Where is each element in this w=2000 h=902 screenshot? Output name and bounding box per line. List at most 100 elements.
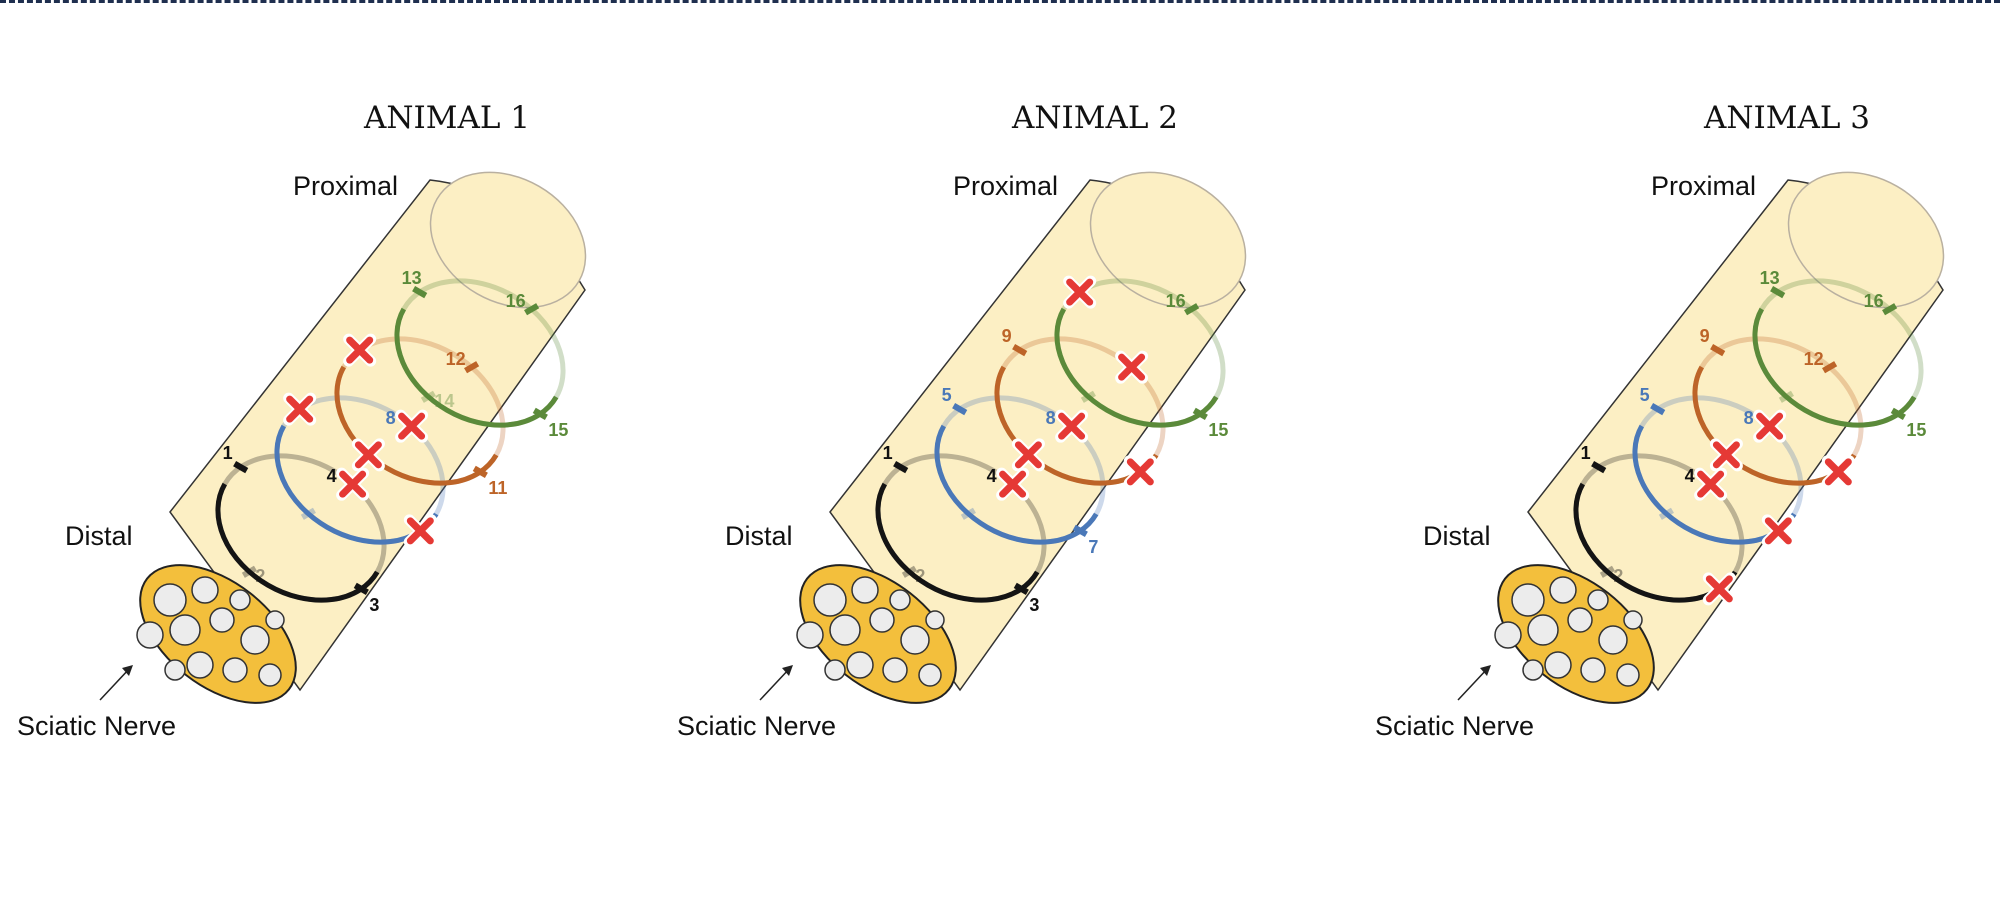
electrode-5-contact	[952, 403, 968, 416]
electrode-14-contact	[1778, 390, 1794, 403]
fascicle	[1623, 610, 1643, 630]
page-top-dashed-border	[0, 0, 2000, 7]
electrode-11-contact	[472, 465, 488, 478]
electrode-12-contact	[1822, 361, 1838, 374]
sciatic-nerve-label: Sciatic Nerve	[17, 711, 176, 741]
electrode-13-number: 13	[402, 268, 422, 288]
electrode-1-number: 1	[883, 443, 893, 463]
panel-title-animal-3: ANIMAL 3	[1703, 100, 1871, 136]
electrode-11-number: 11	[488, 478, 507, 498]
electrode-13-contact	[1770, 286, 1786, 299]
fascicle	[851, 576, 879, 604]
electrode-4-fail-icon	[336, 467, 370, 501]
fascicle	[1549, 576, 1577, 604]
electrode-10-fail-icon	[351, 438, 385, 472]
electrode-14-number: 14	[434, 391, 454, 411]
fascicle	[1616, 663, 1640, 687]
fascicle	[153, 583, 187, 617]
fascicle	[222, 657, 248, 683]
electrode-16-number: 16	[1166, 291, 1186, 311]
electrode-14-contact	[420, 390, 436, 403]
ring-orange-front	[334, 365, 499, 486]
electrode-9-number: 9	[1700, 326, 1710, 346]
electrode-6-contact	[1658, 507, 1674, 520]
electrode-1-number: 1	[1581, 443, 1591, 463]
electrode-6-contact	[960, 507, 976, 520]
nerve-pointer-arrow	[1457, 667, 1489, 701]
panel-title-animal-1: ANIMAL 1	[363, 100, 531, 136]
electrode-8-number: 8	[1046, 408, 1056, 428]
electrode-16-contact	[1882, 303, 1898, 316]
electrode-3-contact	[1013, 582, 1029, 595]
fascicle	[796, 621, 824, 649]
fascicle	[918, 663, 942, 687]
electrode-7-number: 7	[1088, 537, 1098, 557]
ring-green-front	[394, 307, 559, 428]
electrode-9-contact	[1710, 344, 1726, 357]
electrode-15-number: 15	[548, 420, 568, 440]
fascicle	[824, 659, 846, 681]
fascicle	[191, 576, 219, 604]
fascicle	[925, 610, 945, 630]
fascicle	[136, 621, 164, 649]
electrode-5-number: 5	[942, 385, 952, 405]
electrode-8-number: 8	[1744, 408, 1754, 428]
electrode-1-contact	[233, 461, 249, 474]
electrode-15-number: 15	[1906, 420, 1926, 440]
electrode-13-number: 13	[1760, 268, 1780, 288]
electrode-11-fail-icon	[1123, 455, 1157, 489]
nerve-proximal-end	[1787, 171, 1945, 309]
electrode-4-number: 4	[1685, 466, 1695, 486]
electrode-9-fail-icon	[343, 333, 377, 367]
electrode-3-contact	[353, 582, 369, 595]
distal-label: Distal	[1423, 521, 1491, 551]
fascicle	[882, 657, 908, 683]
fascicle	[209, 607, 235, 633]
nerve-pointer-arrow	[99, 667, 131, 701]
electrode-2-contact	[1599, 565, 1615, 578]
nerve-proximal-end	[429, 171, 587, 309]
electrode-14-contact	[1080, 390, 1096, 403]
electrode-4-fail-icon	[1694, 467, 1728, 501]
electrode-2-number: 2	[915, 566, 925, 586]
fascicle	[1522, 659, 1544, 681]
electrode-10-fail-icon	[1011, 438, 1045, 472]
electrode-6-contact	[300, 507, 316, 520]
fascicle	[164, 659, 186, 681]
electrode-5-number: 5	[1640, 385, 1650, 405]
electrode-12-fail-icon	[1115, 350, 1149, 384]
electrode-15-contact	[1890, 407, 1906, 420]
ring-black-front	[875, 482, 1040, 603]
fascicle	[829, 614, 861, 646]
electrode-5-fail-icon	[283, 392, 317, 426]
electrode-9-contact	[1012, 344, 1028, 357]
proximal-label: Proximal	[293, 171, 398, 201]
electrode-13-contact	[412, 286, 428, 299]
electrode-3-number: 3	[369, 595, 379, 615]
electrode-8-fail-icon	[1055, 409, 1089, 443]
electrode-11-fail-icon	[1821, 455, 1855, 489]
electrode-16-contact	[524, 303, 540, 316]
fascicle	[889, 589, 911, 611]
proximal-label: Proximal	[1651, 171, 1756, 201]
nerve-pointer-arrowhead	[122, 665, 133, 676]
ring-black-front	[215, 482, 380, 603]
electrode-5-contact	[1650, 403, 1666, 416]
electrode-15-number: 15	[1208, 420, 1228, 440]
fascicle	[1580, 657, 1606, 683]
fascicle	[846, 651, 874, 679]
electrode-4-fail-icon	[996, 467, 1030, 501]
electrode-13-fail-icon	[1063, 275, 1097, 309]
ring-green-front	[1054, 307, 1219, 428]
fascicle	[1527, 614, 1559, 646]
sciatic-nerve-label: Sciatic Nerve	[677, 711, 836, 741]
fascicle	[265, 610, 285, 630]
fascicle	[229, 589, 251, 611]
fascicle	[1494, 621, 1522, 649]
fascicle	[1511, 583, 1545, 617]
electrode-2-contact	[241, 565, 257, 578]
electrode-2-contact	[901, 565, 917, 578]
